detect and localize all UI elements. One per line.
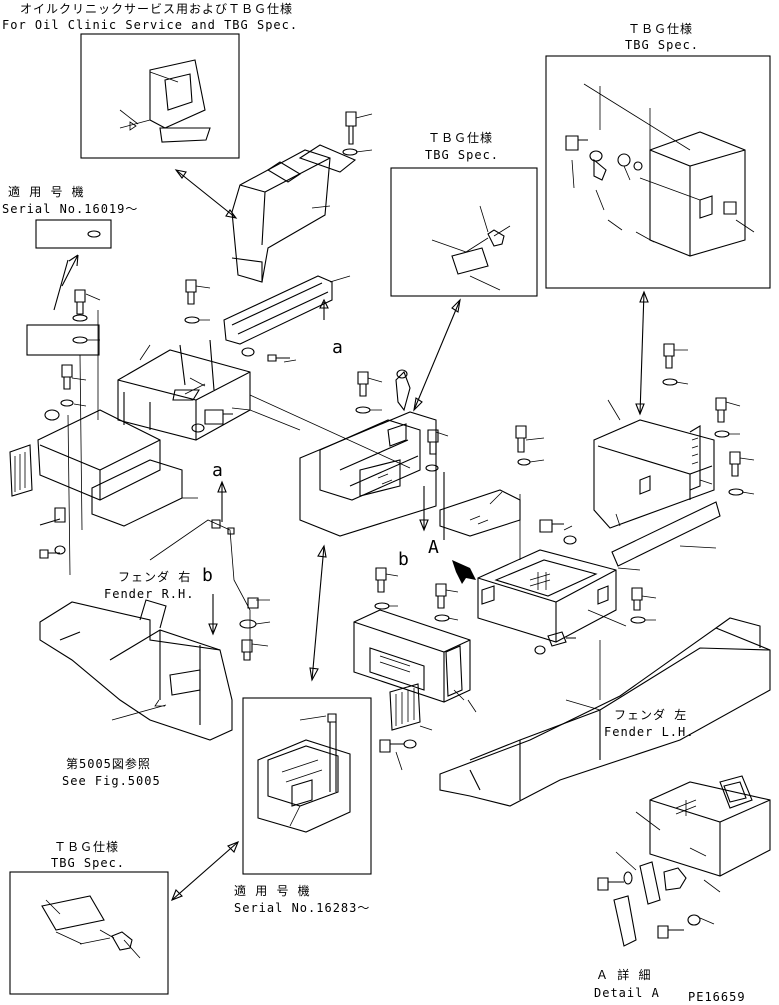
inset-box-oil-clinic bbox=[80, 33, 240, 159]
ref-b-left: b bbox=[202, 565, 213, 586]
ref-b-center: b bbox=[398, 549, 409, 570]
fender-rh-label-jp: フェンダ 右 bbox=[118, 570, 192, 584]
inset-box-tbg-middle bbox=[390, 167, 538, 297]
ref-a-left: a bbox=[212, 460, 223, 481]
inset-box-tbg-bottom-left bbox=[9, 871, 169, 995]
fender-lh-label-jp: フェンダ 左 bbox=[614, 708, 688, 722]
inset-box-serial-16283 bbox=[242, 697, 372, 875]
detail-a-label-en: Detail A bbox=[594, 986, 660, 1000]
fender-lh-label-en: Fender L.H. bbox=[604, 725, 695, 739]
inset-box-tbg-right bbox=[545, 55, 771, 289]
fender-rh-label-en: Fender R.H. bbox=[104, 587, 195, 601]
tbg-title-middle-en: TBG Spec. bbox=[425, 148, 500, 162]
tbg-title-middle-jp: ＴＢＧ仕様 bbox=[428, 131, 494, 145]
tbg-title-right-en: TBG Spec. bbox=[625, 38, 700, 52]
serial-16019-label-jp: 適 用 号 機 bbox=[8, 185, 85, 199]
tbg-title-bottom-left-jp: ＴＢＧ仕様 bbox=[54, 840, 120, 854]
serial-16283-label-jp: 適 用 号 機 bbox=[234, 884, 311, 898]
oil-clinic-title-jp: オイルクリニックサービス用およびＴＢＧ仕様 bbox=[20, 2, 294, 16]
oil-clinic-title-en: For Oil Clinic Service and TBG Spec. bbox=[2, 18, 299, 32]
ref-A-center: A bbox=[428, 537, 439, 558]
see-fig-label-en: See Fig.5005 bbox=[62, 774, 161, 788]
detail-a-label-jp: Ａ 詳 細 bbox=[596, 968, 652, 982]
tbg-title-bottom-left-en: TBG Spec. bbox=[51, 856, 126, 870]
part-code: PE16659 bbox=[688, 990, 746, 1004]
serial-16283-label-en: Serial No.16283～ bbox=[234, 901, 371, 915]
ref-a-top: a bbox=[332, 337, 343, 358]
see-fig-label-jp: 第5005図参照 bbox=[66, 757, 151, 771]
tbg-title-right-jp: ＴＢＧ仕様 bbox=[628, 22, 694, 36]
serial-16019-label-en: Serial No.16019～ bbox=[2, 202, 139, 216]
